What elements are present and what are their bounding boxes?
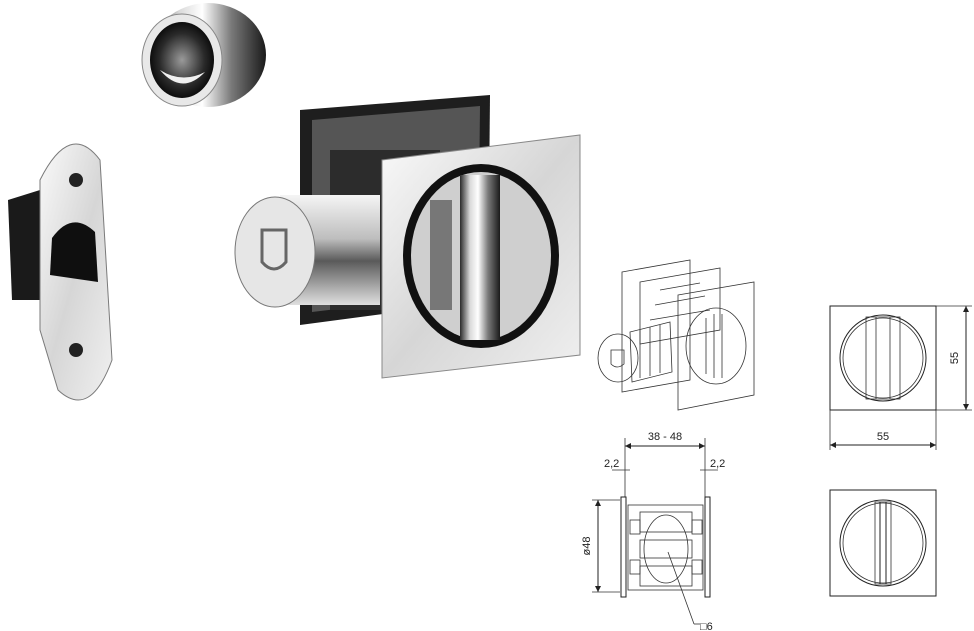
dim-plate-width: 55 [877,431,889,443]
isometric-sketch [597,259,755,411]
back-view-drawing [829,489,937,597]
lock-assembly-photo [234,95,581,379]
dim-diameter: ø48 [581,537,593,556]
front-view-drawing: 55 55 [829,305,972,450]
side-section-drawing: 38 - 48 2,2 2,2 ø48 □6 [581,431,725,631]
strike-plate-photo [8,143,113,401]
flush-cup-photo [141,3,266,107]
dim-gap-right: 2,2 [710,458,725,470]
dim-plate-height: 55 [949,352,961,364]
dim-width-range: 38 - 48 [648,431,682,443]
dim-square-spindle: □6 [700,621,713,631]
dim-gap-left: 2,2 [604,458,619,470]
